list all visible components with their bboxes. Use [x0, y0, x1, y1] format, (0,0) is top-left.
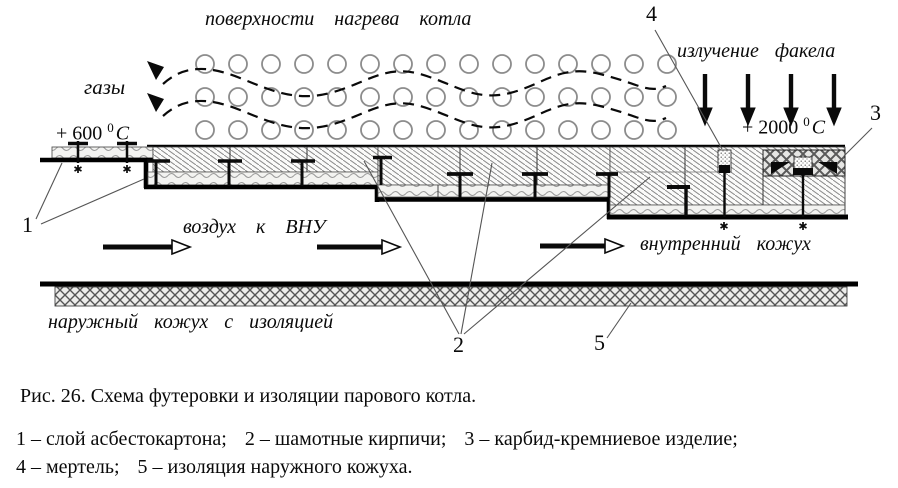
mortar-strip	[717, 149, 732, 217]
boiler-lining-diagram	[35, 29, 873, 339]
outer-casing	[40, 281, 858, 307]
legend-line-2: 4 – мертель;5 – изоляция наружного кожух…	[16, 456, 413, 478]
gas-flow-line-bottom	[162, 99, 667, 130]
diagram-title: поверхности нагрева котла	[205, 8, 472, 30]
boiler-tubes	[195, 54, 677, 140]
outer-casing-label: наружный кожух с изоляцией	[48, 311, 334, 333]
gases-label: газы	[84, 75, 126, 99]
asbestos-layer-tier4	[609, 204, 846, 217]
dovetail-left	[771, 162, 790, 174]
radiation-label: излучение факела	[677, 40, 836, 62]
gas-flow-lines	[162, 67, 667, 130]
asbestos-layer-tier2	[147, 171, 379, 186]
asbestos-layer-tier3	[377, 184, 611, 198]
callout-5: 5	[594, 330, 605, 355]
legend-line-1: 1 – слой асбестокартона;2 – шамотные кир…	[16, 428, 738, 450]
carbide-block	[762, 149, 846, 217]
callout-lines	[35, 29, 873, 339]
asbestos-layer-tier1	[51, 146, 154, 159]
figure-caption: Рис. 26. Схема футеровки и изоляции паро…	[20, 385, 477, 407]
callout-4: 4	[646, 1, 657, 26]
refractory-wall	[40, 144, 848, 220]
callout-2: 2	[453, 332, 464, 357]
callout-1: 1	[22, 212, 33, 237]
gas-flow-arrowheads	[147, 61, 164, 112]
gas-flow-line-top	[162, 67, 667, 98]
air-duct-label: воздух к ВНУ	[183, 216, 326, 238]
air-flow-arrows	[103, 237, 626, 256]
inner-casing-label: внутренний кожух	[640, 233, 811, 255]
brick-layer-tier3	[377, 146, 611, 186]
callout-3: 3	[870, 100, 881, 125]
brick-layer-tier2	[152, 146, 379, 173]
dovetail-right	[818, 162, 837, 174]
weld-marks	[74, 165, 807, 230]
wall-anchors	[68, 141, 690, 216]
outer-insulation-band	[54, 286, 848, 307]
